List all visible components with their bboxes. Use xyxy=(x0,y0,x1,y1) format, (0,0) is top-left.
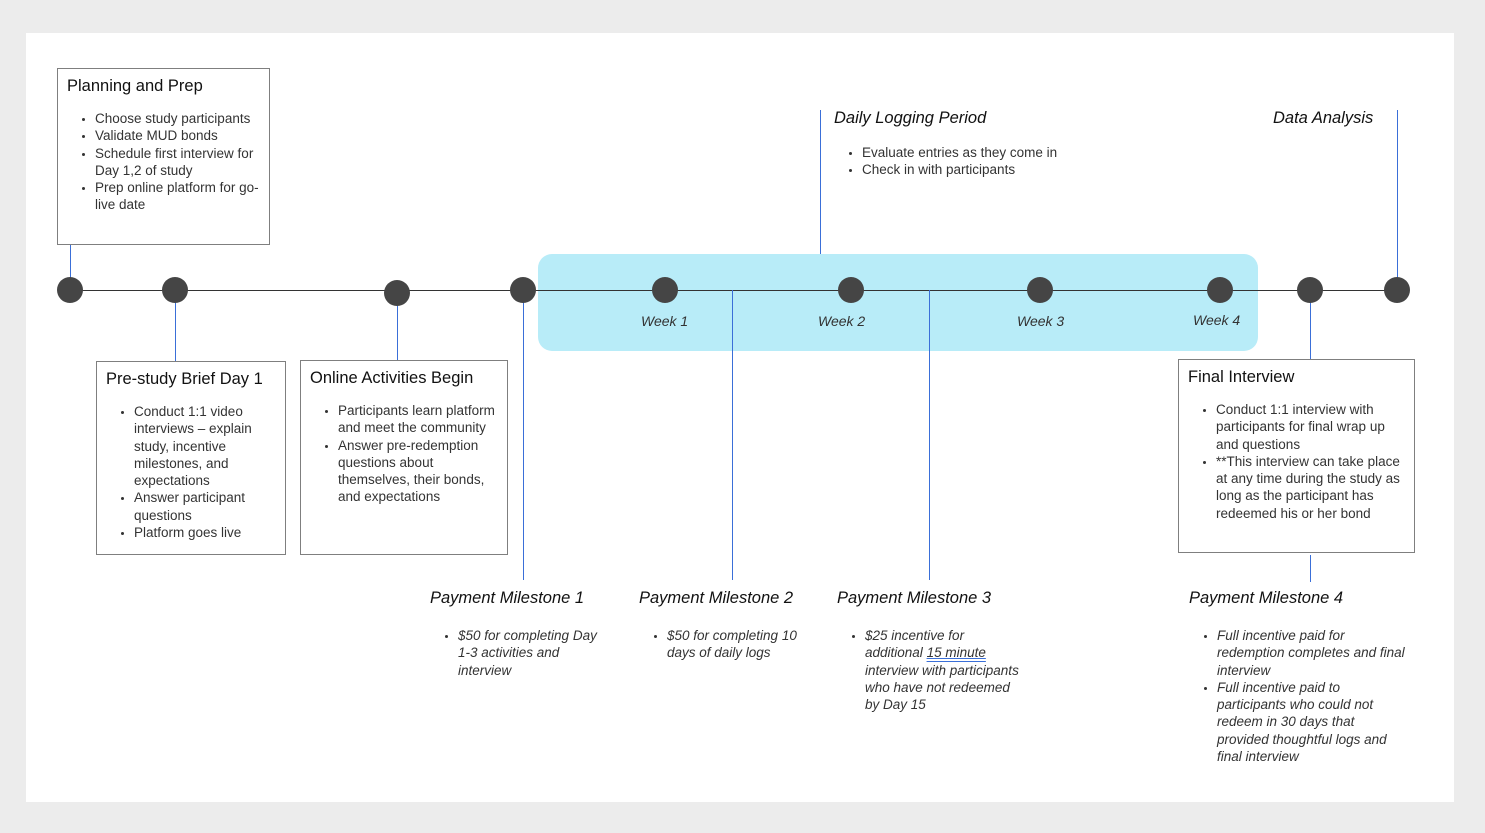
connector-milestone4 xyxy=(1310,555,1311,582)
list-item: Prep online platform for go-live date xyxy=(95,179,260,214)
payment-milestone-4: Payment Milestone 4 Full incentive paid … xyxy=(1189,589,1409,765)
online-activities-list: Participants learn platform and meet the… xyxy=(310,402,498,506)
timeline-node-week3 xyxy=(1027,277,1053,303)
payment-milestone-3: Payment Milestone 3 $25 incentive for ad… xyxy=(837,589,1022,713)
payment-milestone-3-title: Payment Milestone 3 xyxy=(837,589,992,607)
final-interview-card: Final Interview Conduct 1:1 interview wi… xyxy=(1178,359,1415,553)
timeline-node-online xyxy=(384,280,410,306)
payment-milestone-3-list: $25 incentive for additional 15 minute i… xyxy=(837,627,1022,713)
list-item: Answer pre-redemption questions about th… xyxy=(338,437,498,506)
prestudy-brief-card: Pre-study Brief Day 1 Conduct 1:1 video … xyxy=(96,361,286,555)
payment-milestone-4-list: Full incentive paid for redemption compl… xyxy=(1189,627,1409,765)
prestudy-brief-title: Pre-study Brief Day 1 xyxy=(106,370,263,388)
online-activities-card: Online Activities Begin Participants lea… xyxy=(300,360,508,555)
list-item: Participants learn platform and meet the… xyxy=(338,402,498,437)
timeline-node-milestone1 xyxy=(510,277,536,303)
timeline-node-week4 xyxy=(1207,277,1233,303)
connector-prestudy xyxy=(175,290,176,362)
timeline-node-prestudy xyxy=(162,277,188,303)
final-interview-list: Conduct 1:1 interview with participants … xyxy=(1188,401,1405,522)
list-item: Conduct 1:1 interview with participants … xyxy=(1216,401,1405,453)
weeks-band xyxy=(538,254,1258,351)
online-activities-title: Online Activities Begin xyxy=(310,369,474,387)
timeline-axis xyxy=(70,290,1397,291)
list-item: Schedule first interview for Day 1,2 of … xyxy=(95,145,260,180)
milestone-3-text-post: interview with participants who have not… xyxy=(865,662,1019,713)
payment-milestone-2-list: $50 for completing 10 days of daily logs xyxy=(639,627,824,662)
list-item: $25 incentive for additional 15 minute i… xyxy=(865,627,1022,713)
list-item: Validate MUD bonds xyxy=(95,127,260,144)
week-4-label: Week 4 xyxy=(1193,312,1241,328)
timeline-node-week2 xyxy=(838,277,864,303)
list-item: $50 for completing Day 1-3 activities an… xyxy=(458,627,610,679)
connector-milestone1 xyxy=(523,290,524,580)
week-2-label: Week 2 xyxy=(818,313,866,329)
payment-milestone-2-title: Payment Milestone 2 xyxy=(639,589,794,607)
timeline-node-data-analysis xyxy=(1384,277,1410,303)
planning-prep-card: Planning and Prep Choose study participa… xyxy=(57,68,270,245)
week-1-label: Week 1 xyxy=(641,313,689,329)
payment-milestone-2: Payment Milestone 2 $50 for completing 1… xyxy=(639,589,824,662)
connector-planning xyxy=(70,244,71,290)
list-item: Full incentive paid for redemption compl… xyxy=(1217,627,1409,679)
timeline-node-week1 xyxy=(652,277,678,303)
final-interview-title: Final Interview xyxy=(1188,368,1295,386)
connector-daily-logging xyxy=(820,110,821,254)
list-item: Choose study participants xyxy=(95,110,260,127)
list-item: Platform goes live xyxy=(134,524,276,541)
list-item: Answer participant questions xyxy=(134,489,276,524)
daily-logging-title: Daily Logging Period xyxy=(834,109,987,127)
list-item: Full incentive paid to participants who … xyxy=(1217,679,1409,765)
connector-milestone2 xyxy=(732,290,733,580)
list-item: $50 for completing 10 days of daily logs xyxy=(667,627,824,662)
timeline-node-planning xyxy=(57,277,83,303)
timeline-node-final-interview xyxy=(1297,277,1323,303)
list-item: Check in with participants xyxy=(862,161,1134,178)
planning-prep-title: Planning and Prep xyxy=(67,77,203,95)
connector-final-interview xyxy=(1310,290,1311,359)
daily-logging-section: Daily Logging Period Evaluate entries as… xyxy=(834,109,1134,179)
connector-data-analysis xyxy=(1397,110,1398,290)
payment-milestone-1-list: $50 for completing Day 1-3 activities an… xyxy=(430,627,610,679)
connector-online xyxy=(397,293,398,361)
payment-milestone-4-title: Payment Milestone 4 xyxy=(1189,589,1344,607)
payment-milestone-1-title: Payment Milestone 1 xyxy=(430,589,585,607)
payment-milestone-1: Payment Milestone 1 $50 for completing D… xyxy=(430,589,610,679)
week-3-label: Week 3 xyxy=(1017,313,1065,329)
prestudy-brief-list: Conduct 1:1 video interviews – explain s… xyxy=(106,403,276,541)
connector-milestone3 xyxy=(929,290,930,580)
data-analysis-title: Data Analysis xyxy=(1273,109,1374,127)
list-item: **This interview can take place at any t… xyxy=(1216,453,1405,522)
planning-prep-list: Choose study participants Validate MUD b… xyxy=(67,110,260,214)
list-item: Evaluate entries as they come in xyxy=(862,144,1134,161)
list-item: Conduct 1:1 video interviews – explain s… xyxy=(134,403,276,489)
milestone-3-text-underlined: 15 minute xyxy=(926,645,986,661)
milestone-3-text-pre: $25 incentive for additional xyxy=(865,628,965,661)
daily-logging-list: Evaluate entries as they come in Check i… xyxy=(834,144,1134,179)
